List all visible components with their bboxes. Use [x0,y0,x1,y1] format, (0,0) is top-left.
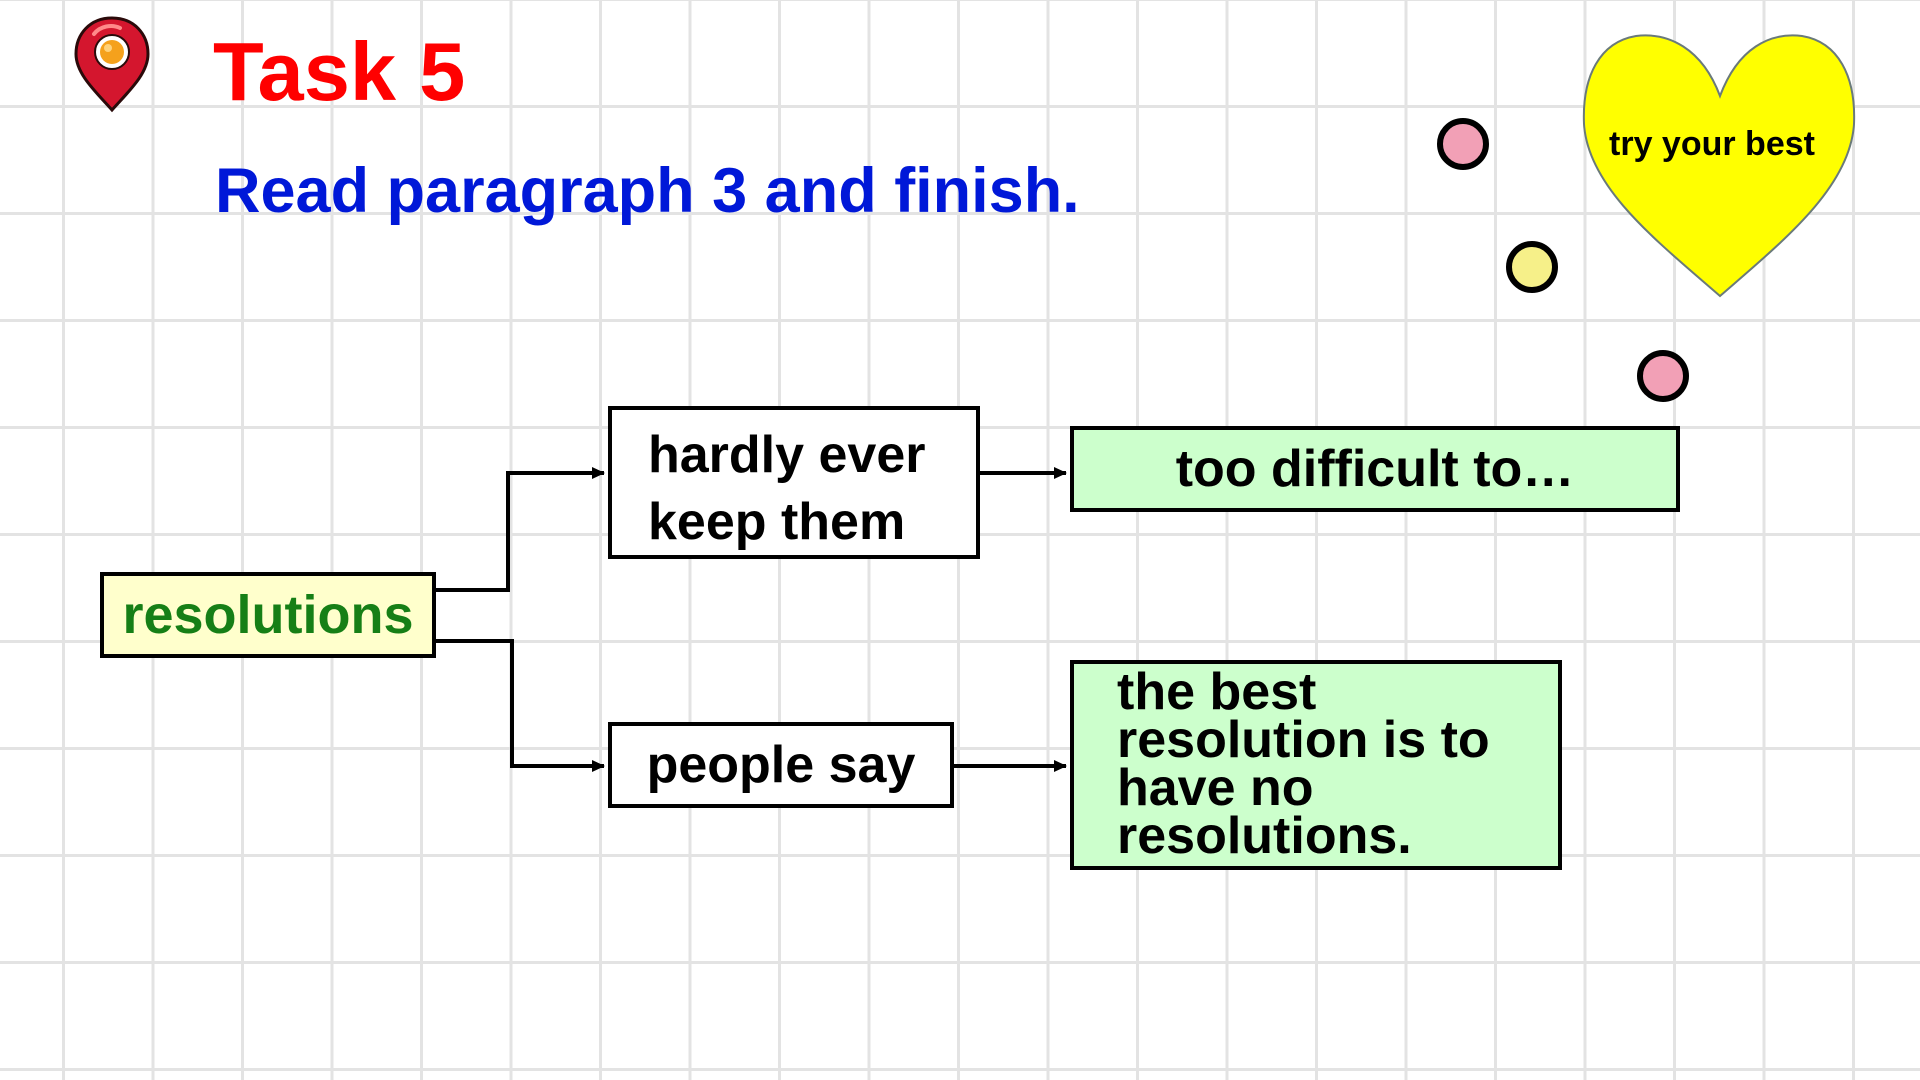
branch-node-line: keep them [648,493,906,551]
heart-label: try your best [1609,125,1815,163]
instruction-subtitle: Read paragraph 3 and finish. [215,156,1080,226]
map-pin-icon [74,16,150,113]
yellow-bubble [1506,241,1558,293]
result-node-line: resolutions. [1117,807,1412,865]
result-node-line: the best [1117,663,1317,721]
pink-bubble [1437,118,1489,170]
result-node-line: have no [1117,759,1314,817]
result-node-line: resolution is to [1117,711,1490,769]
branch-node-hardly-ever: hardly ever keep them [608,406,980,559]
branch-node-people-say: people say [608,722,954,808]
page-title: Task 5 [213,25,466,118]
result-node-best-resolution: the best resolution is to have no resolu… [1070,660,1562,870]
connector-root-to-top [436,467,605,592]
pink-bubble [1637,350,1689,402]
branch-node-line: hardly ever [648,426,926,484]
heart-icon [1582,34,1856,298]
root-node-resolutions: resolutions [100,572,436,658]
connector-root-to-bottom [436,639,605,772]
result-node-too-difficult: too difficult to… [1070,426,1680,512]
